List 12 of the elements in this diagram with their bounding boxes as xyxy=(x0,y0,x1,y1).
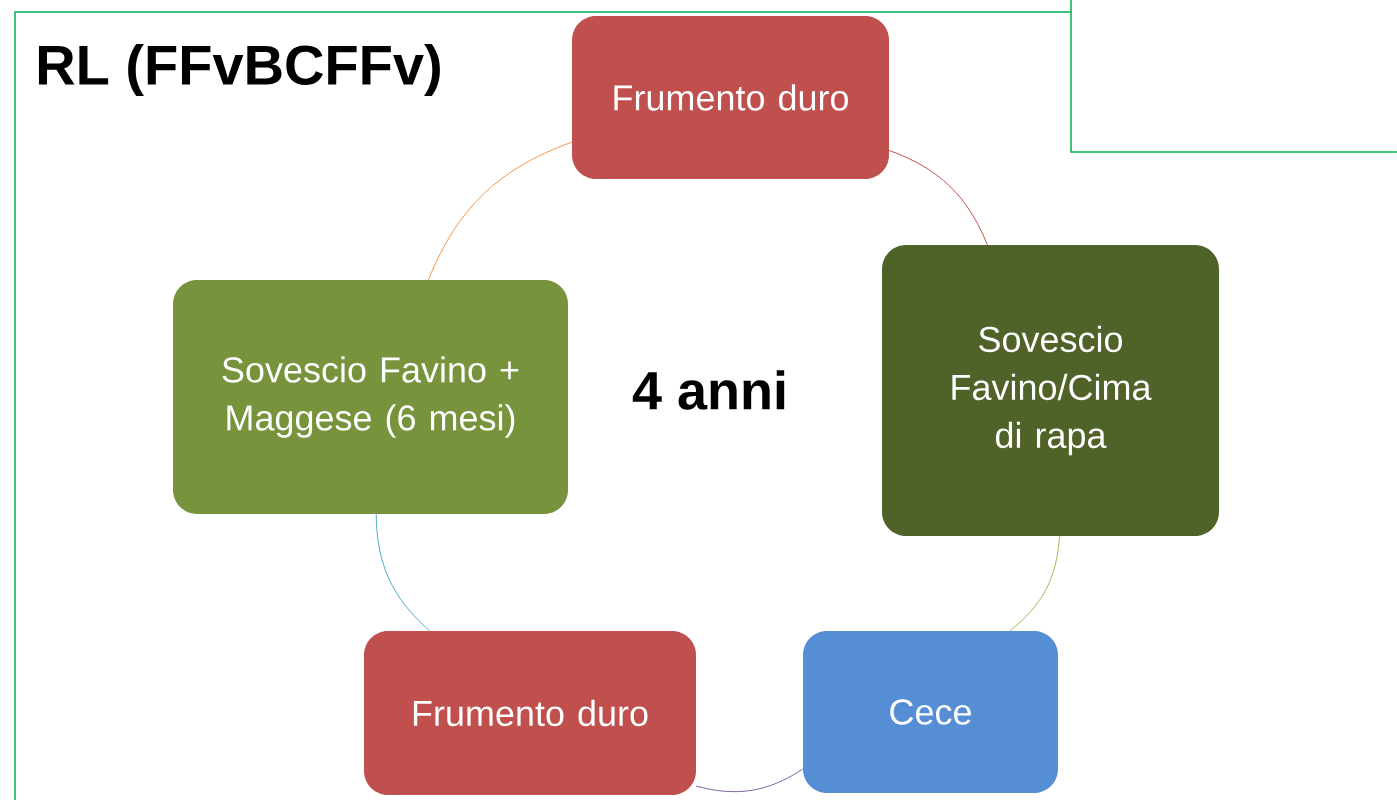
connector-arc xyxy=(1009,535,1060,632)
connector-arc xyxy=(695,768,804,793)
connector-arc xyxy=(888,149,988,246)
crop-box: Cece xyxy=(803,631,1058,793)
center-label: 4 anni xyxy=(632,370,785,410)
crop-box: Frumento duro xyxy=(572,16,889,179)
title: RL (FFvBCFFv) xyxy=(38,43,440,97)
connector-arc xyxy=(375,513,431,632)
crop-box: Frumento duro xyxy=(364,631,696,795)
crop-box: Sovescio Favino/Cima di rapa xyxy=(882,245,1219,536)
crop-box: Sovescio Favino + Maggese (6 mesi) xyxy=(173,280,568,514)
connector-arc xyxy=(427,141,573,281)
